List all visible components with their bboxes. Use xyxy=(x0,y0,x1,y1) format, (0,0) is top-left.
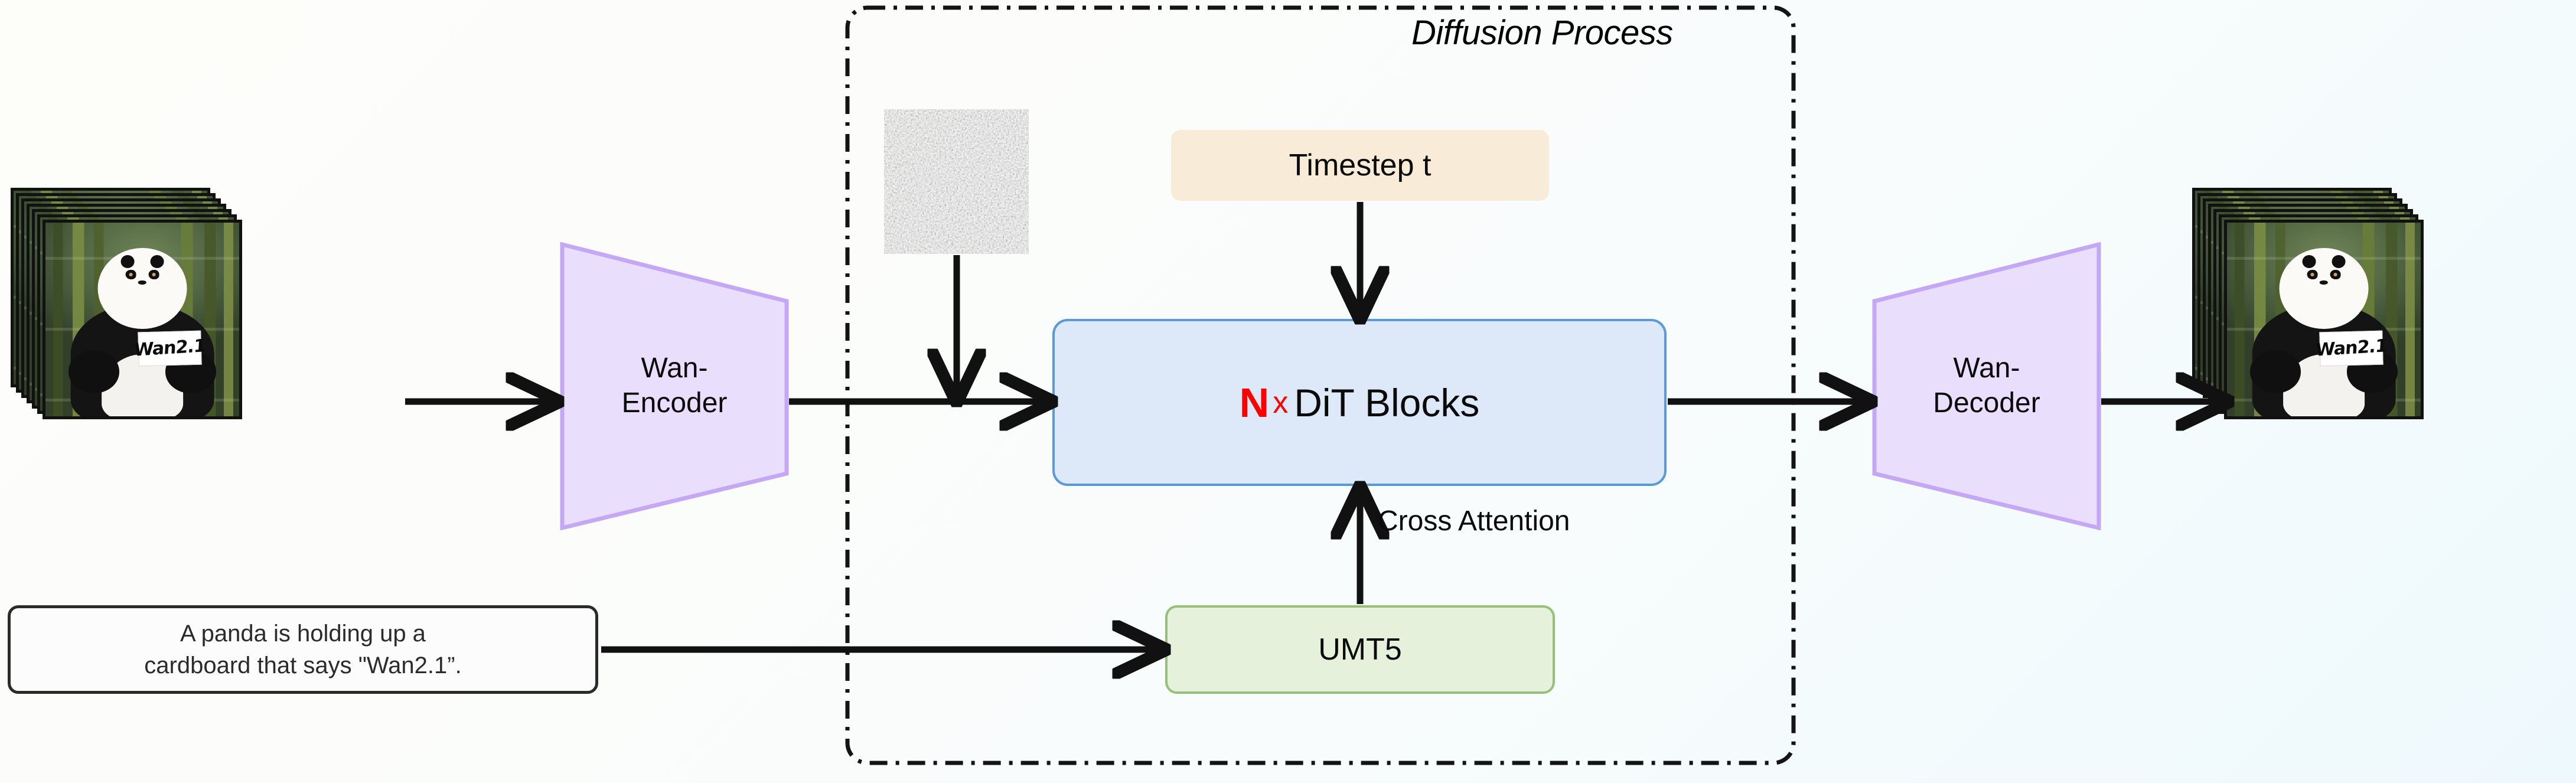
panda-eye-left xyxy=(2307,269,2318,280)
timestep-node[interactable]: Timestep t xyxy=(1171,130,1549,201)
wan-decoder-node[interactable]: Wan- Decoder xyxy=(1872,242,2101,530)
diffusion-process-label: Diffusion Process xyxy=(1411,14,1673,52)
cross-attention-label: Cross Attention xyxy=(1378,505,1570,537)
cardboard-sign: Wan2.1 xyxy=(2315,330,2388,366)
panda-head xyxy=(97,247,187,329)
prompt-line-1: A panda is holding up a xyxy=(180,621,426,647)
prompt-line-2: cardboard that says "Wan2.1”. xyxy=(144,652,462,678)
cardboard-sign-text: Wan2.1 xyxy=(2315,335,2388,361)
panda-nose xyxy=(2320,280,2328,285)
panda-ear-right xyxy=(2332,255,2346,269)
wan-encoder-node[interactable]: Wan- Encoder xyxy=(560,242,789,530)
panda-ear-left xyxy=(120,255,135,269)
cardboard-sign-text: Wan2.1 xyxy=(133,335,207,361)
frame-sheet-front: Wan2.1 xyxy=(43,220,242,419)
panda-eye-left xyxy=(125,269,136,280)
umt5-text-encoder-node[interactable]: UMT5 xyxy=(1165,605,1555,694)
output-frame-stack: Wan2.1 xyxy=(2192,188,2425,424)
panda-photo: Wan2.1 xyxy=(2227,223,2421,416)
input-frame-stack: Wan2.1 xyxy=(11,188,244,424)
dit-blocks-node[interactable]: N x DiT Blocks xyxy=(1052,319,1667,486)
dit-blocks-label: DiT Blocks xyxy=(1294,380,1480,425)
panda-eye-right xyxy=(2330,269,2341,280)
text-prompt-box[interactable]: A panda is holding up a cardboard that s… xyxy=(8,605,598,694)
panda-ear-left xyxy=(2302,255,2316,269)
panda-nose xyxy=(138,280,146,285)
cardboard-sign: Wan2.1 xyxy=(133,330,207,366)
gaussian-noise-patch xyxy=(884,109,1029,254)
panda-arm-left xyxy=(2250,350,2301,393)
dit-multiplier-symbol: x xyxy=(1273,385,1289,420)
panda-eye-right xyxy=(148,269,159,280)
panda-arm-left xyxy=(69,350,119,393)
dit-block-count: N xyxy=(1239,379,1270,426)
panda-head xyxy=(2279,247,2369,329)
panda-ear-right xyxy=(150,255,164,269)
timestep-label: Timestep t xyxy=(1289,148,1432,182)
frame-sheet-front: Wan2.1 xyxy=(2224,220,2424,419)
umt5-label: UMT5 xyxy=(1318,632,1402,667)
panda-photo: Wan2.1 xyxy=(45,223,239,416)
